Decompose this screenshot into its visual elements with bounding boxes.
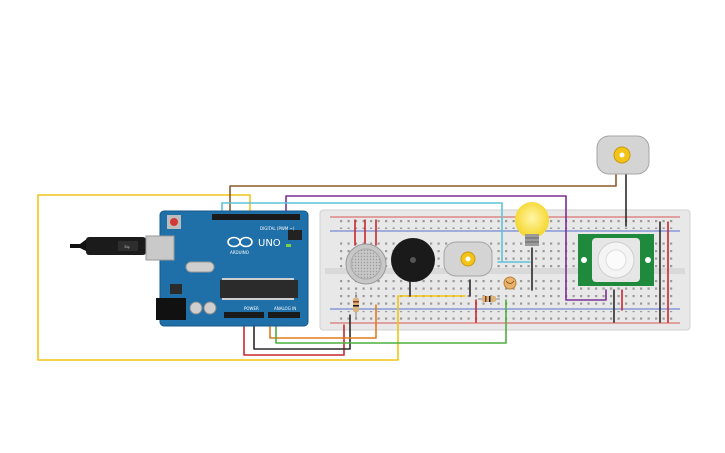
wire-cyan[interactable]: [221, 202, 503, 263]
usb-icon: ⇋: [124, 243, 130, 251]
photoresistor-icon[interactable]: [503, 276, 517, 290]
capacitor-1: [189, 301, 203, 315]
resistor-2[interactable]: [478, 296, 500, 302]
analog-header[interactable]: [268, 312, 300, 318]
arduino-logo: UNO ARDUINO: [227, 236, 281, 255]
dc-motor-icon[interactable]: [443, 241, 493, 277]
voltage-regulator: [170, 284, 182, 294]
wire-brown[interactable]: [229, 173, 617, 215]
power-jack[interactable]: [156, 298, 186, 320]
digital-header-label: DIGITAL (PWM ~): [260, 226, 295, 231]
dc-motor-top-icon[interactable]: [596, 135, 650, 175]
gas-sensor-icon[interactable]: [345, 243, 387, 285]
light-bulb-icon[interactable]: [515, 202, 549, 246]
digital-header[interactable]: [212, 214, 300, 220]
wire-purple[interactable]: [285, 195, 607, 301]
capacitor-2: [203, 301, 217, 315]
crystal-oscillator: [185, 261, 215, 273]
power-led: [286, 244, 291, 247]
piezo-buzzer-icon[interactable]: [391, 238, 435, 282]
atmega-chip: [220, 280, 298, 298]
wire-yellow[interactable]: [37, 194, 466, 361]
analog-header-label: ANALOG IN: [274, 306, 296, 311]
icsp-header: [288, 230, 302, 240]
power-header[interactable]: [224, 312, 264, 318]
wire-red[interactable]: [243, 309, 345, 356]
usb-cable[interactable]: ⇋: [70, 237, 146, 255]
arduino-brand-text: ARDUINO: [230, 250, 249, 255]
resistor-1[interactable]: [353, 292, 359, 318]
breadboard-center-channel: [325, 268, 685, 274]
power-header-label: POWER: [244, 306, 259, 311]
usb-port[interactable]: [145, 235, 175, 261]
uno-logo-text: UNO: [258, 238, 281, 249]
wire-black[interactable]: [253, 309, 351, 350]
pir-sensor-icon[interactable]: [578, 234, 654, 286]
arduino-uno-board[interactable]: ⇋ DIGITAL (PWM ~) UNO ARDUINO: [70, 210, 309, 327]
